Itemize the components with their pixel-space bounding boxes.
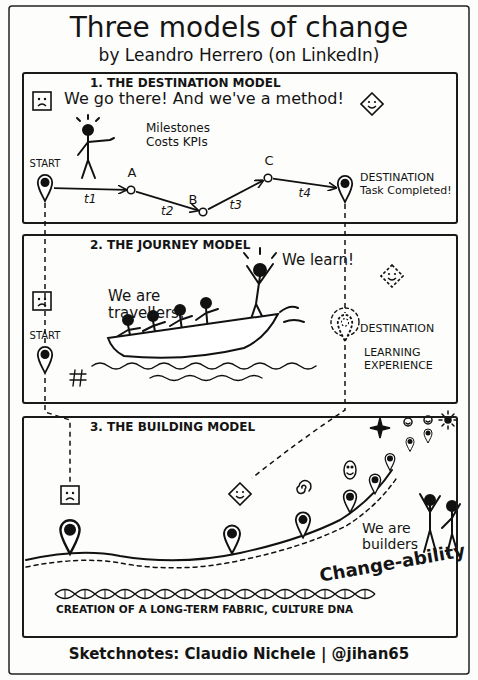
diagram-title: Three models of change bbox=[0, 12, 478, 44]
panel-heading: 1. THE DESTINATION MODEL bbox=[90, 77, 390, 91]
destination-label: DESTINATION bbox=[360, 323, 450, 336]
speech-note: We are travellers! bbox=[108, 288, 208, 323]
road-pins bbox=[60, 429, 432, 554]
milestone-circle bbox=[198, 207, 208, 217]
time-step-label: t4 bbox=[299, 187, 311, 201]
time-step-label: t2 bbox=[161, 205, 173, 219]
milestone-arrow bbox=[54, 188, 126, 190]
culture-note: CREATION OF A LONG-TERM FABRIC, CULTURE … bbox=[56, 603, 356, 615]
achievement-icons bbox=[297, 411, 457, 493]
speech-note: We are builders bbox=[362, 520, 424, 552]
destination-pin: DESTINATION Task Completed! bbox=[336, 174, 354, 204]
milestone-point: A bbox=[126, 185, 136, 195]
milestone-point: B bbox=[198, 207, 208, 217]
pin-shape bbox=[36, 345, 54, 375]
milestone-point: C bbox=[263, 173, 273, 183]
author-line: by Leandro Herrero (on LinkedIn) bbox=[0, 46, 478, 66]
location-pin: START bbox=[36, 345, 54, 375]
location-pin: START bbox=[36, 173, 54, 203]
pin-label: START bbox=[25, 330, 65, 342]
speech-note: We learn! bbox=[282, 252, 372, 269]
outcome-label: LEARNING EXPERIENCE bbox=[364, 347, 444, 372]
milestone-circle bbox=[126, 185, 136, 195]
dna-helix bbox=[55, 590, 375, 599]
mood-symbols bbox=[33, 92, 403, 505]
pin-label: START bbox=[25, 158, 65, 170]
building-road bbox=[26, 470, 398, 568]
pin-shape bbox=[36, 173, 54, 203]
panel-heading: 2. THE JOURNEY MODEL bbox=[90, 239, 390, 253]
pin-shape bbox=[336, 174, 354, 204]
milestone-note: Milestones Costs KPIs bbox=[146, 122, 216, 150]
time-step-label: t3 bbox=[230, 199, 242, 213]
panel-heading: 3. THE BUILDING MODEL bbox=[90, 421, 390, 435]
path-links bbox=[45, 345, 345, 482]
destination-label: DESTINATION Task Completed! bbox=[360, 172, 452, 197]
milestone-circle bbox=[263, 173, 273, 183]
credit-caption: Sketchnotes: Claudio Nichele | @jihan65 bbox=[0, 646, 478, 663]
milestone-letter: C bbox=[262, 154, 276, 169]
time-step-label: t1 bbox=[84, 193, 96, 207]
destination-pin: DESTINATIONLEARNING EXPERIENCE bbox=[336, 313, 354, 343]
milestone-letter: A bbox=[125, 166, 139, 181]
speech-note: We go there! And we've a method! bbox=[64, 90, 364, 108]
pointing-figure bbox=[77, 115, 114, 178]
dashed-link bbox=[44, 203, 46, 345]
page-frame bbox=[9, 6, 469, 674]
model-panel: 2. THE JOURNEY MODELSTARTDESTINATIONLEAR… bbox=[22, 234, 458, 404]
milestone-letter: B bbox=[186, 193, 200, 208]
pin-shape bbox=[336, 313, 354, 343]
